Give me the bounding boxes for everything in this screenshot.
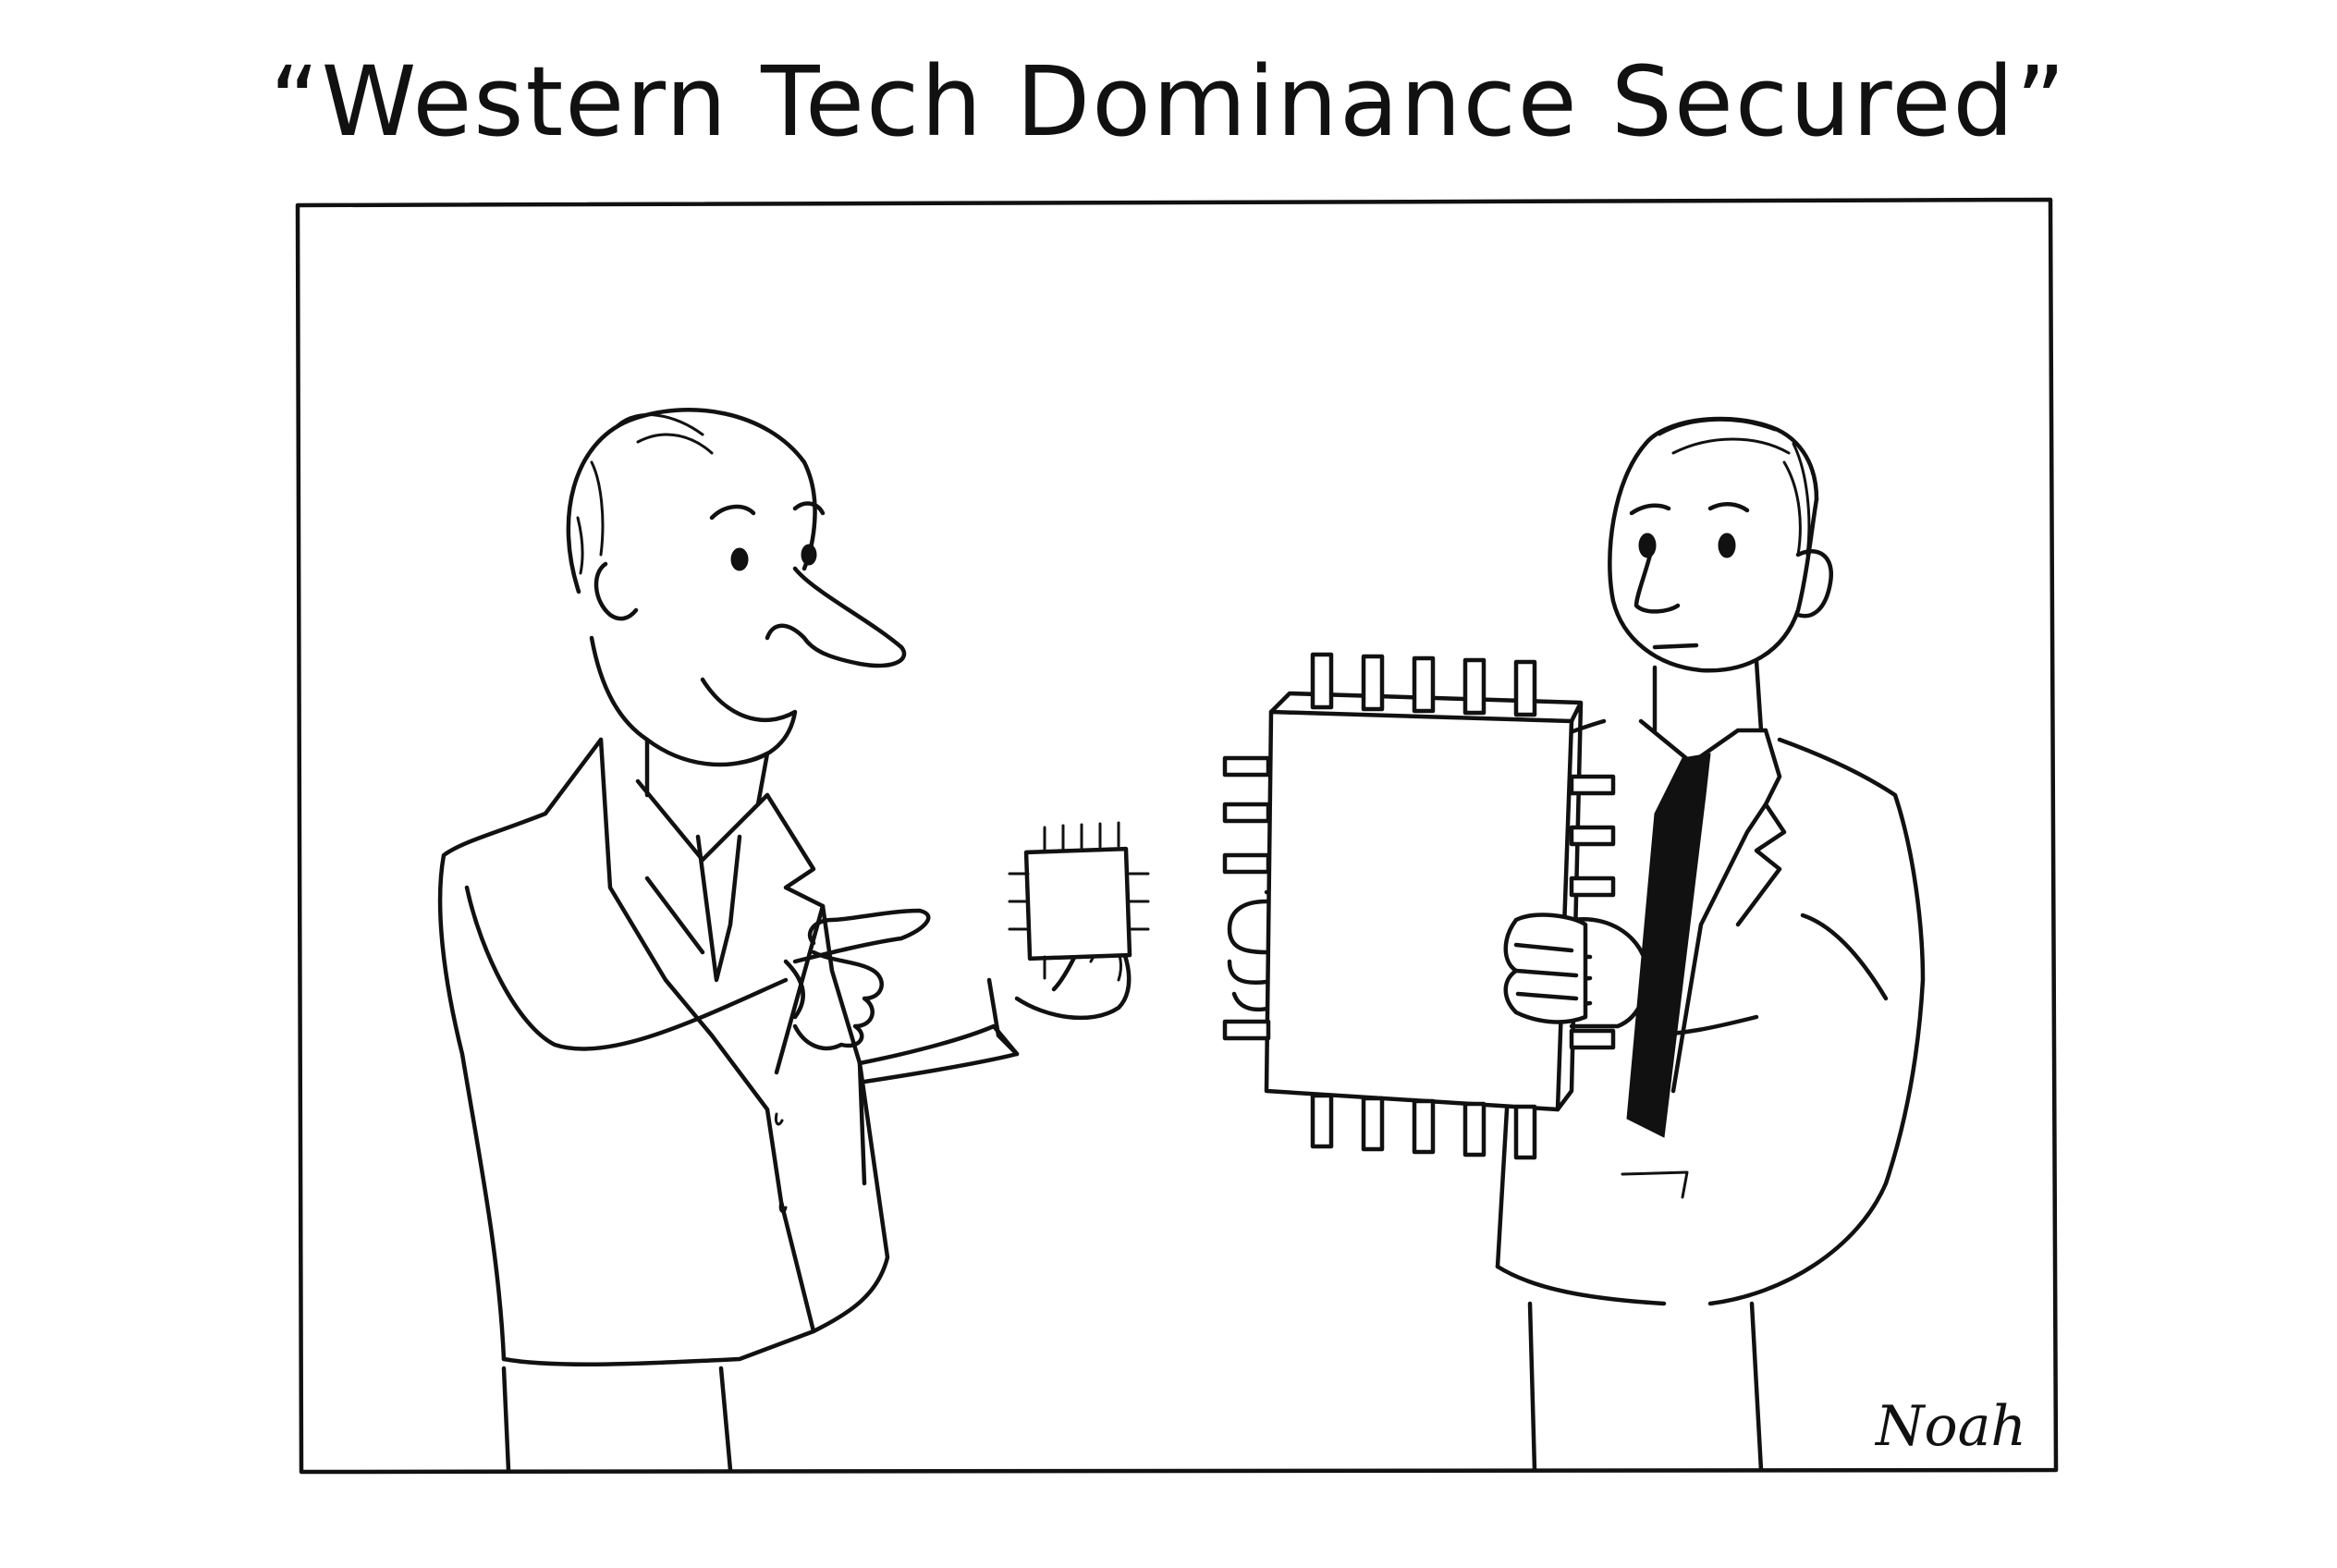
artist-signature: Noah: [1875, 1394, 2026, 1459]
right-hand-fingers: [1503, 913, 1588, 1024]
large-chip: [1222, 652, 1616, 1160]
panel-frame: [295, 197, 2059, 1475]
cartoon-caption: “Western Tech Dominance Secured”: [269, 45, 2068, 158]
left-businessman: [437, 408, 1150, 1473]
small-chip: [1023, 846, 1132, 962]
